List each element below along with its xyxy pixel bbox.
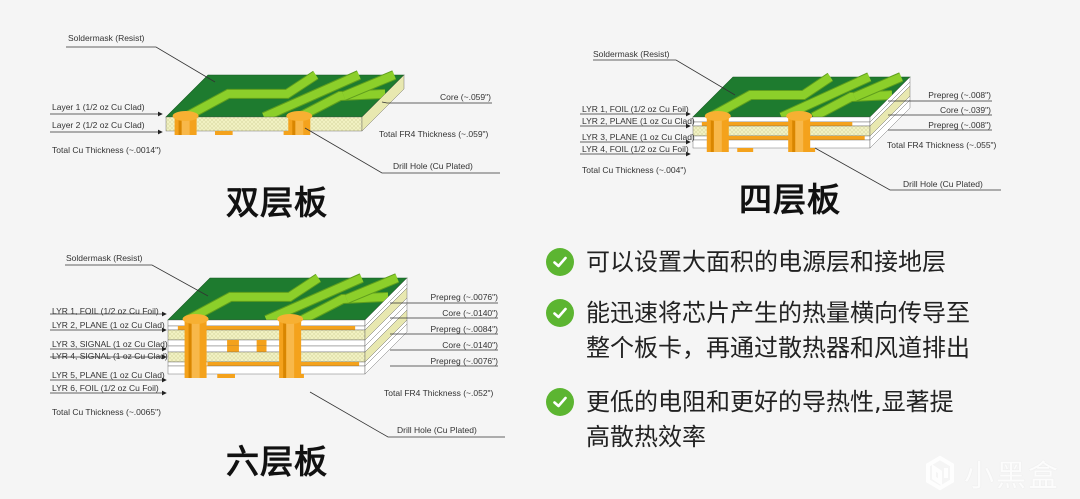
via-pad [704,111,731,121]
total-cu-label: Total Cu Thickness (~.004") [582,165,687,175]
core-label: Core (~.0140") [442,340,498,350]
copper-trace [811,91,893,121]
copper-trace [300,292,389,324]
layer-side [869,99,911,149]
leader-lines [50,46,1001,438]
total-fr4-label: Total FR4 Thickness (~.059") [379,129,489,139]
copper-trace [853,73,903,101]
total-cu-label: Total Cu Thickness (~.0014") [52,145,161,155]
layer-side [364,323,408,375]
bottom-pad [215,131,233,135]
core-label: Core (~.039") [940,105,991,115]
via-pad [286,111,313,121]
via-pad [786,111,813,121]
bullet-text: 更低的电阻和更好的导热性,显著提 [586,388,954,416]
bullet-item: 可以设置大面积的电源层和接地层 [546,245,946,280]
via-wall [792,117,796,152]
drill-hole-label: Drill Hole (Cu Plated) [903,179,983,189]
bullet-item: 能迅速将芯片产生的热量横向传导至整个板卡，再通过散热器和风道排出 [546,296,970,366]
prepreg-label: Prepreg (~.008") [928,90,991,100]
copper-trace [708,73,833,121]
core-label: Core (~.0140") [442,308,498,318]
via-wall [292,117,296,135]
core-label: Core (~.059") [440,92,491,102]
layer-side [361,74,405,132]
copper-segment [177,326,356,330]
watermark: 小黑盒 [922,451,1060,495]
bullet-text: 可以设置大面积的电源层和接地层 [586,248,946,276]
xiaoheihe-logo-icon [926,455,954,491]
prepreg-label: Prepreg (~.008") [928,120,991,130]
copper-segment [227,346,239,352]
layer-label: LYR 1, FOIL (1/2 oz Cu Foil) [582,104,689,114]
bullet-text: 能迅速将芯片产生的热量横向传导至 [586,299,970,327]
soldermask-label: Soldermask (Resist) [66,253,143,263]
soldermask-label: Soldermask (Resist) [593,49,670,59]
total-fr4-label: Total FR4 Thickness (~.052") [384,388,494,398]
four-layer-title: 四层板 [739,180,841,219]
via-bore [286,320,295,378]
via-wall [178,117,182,135]
layer-2-label: Layer 2 (1/2 oz Cu Clad) [52,120,145,130]
total-fr4-label: Total FR4 Thickness (~.055") [887,140,997,150]
via-bore [295,117,304,135]
copper-segment [701,122,853,126]
four-layer-board [692,72,911,152]
layer-label: LYR 6, FOIL (1/2 oz Cu Foil) [52,383,159,393]
copper-segment [256,346,267,352]
copper-trace [297,89,386,121]
layer-label: LYR 2, PLANE (1 oz Cu Clad) [582,116,695,126]
copper-segment [256,340,267,346]
prepreg-label: Prepreg (~.0084") [430,324,498,334]
via-bore [795,117,804,152]
check-circle-icon [546,388,574,416]
drill-hole-label: Drill Hole (Cu Plated) [397,425,477,435]
layer-label: LYR 5, PLANE (1 oz Cu Clad) [52,370,165,380]
six-layer-title: 六层板 [226,442,328,481]
bullet-text: 整个板卡，再通过散热器和风道排出 [586,334,970,362]
copper-trace [779,73,871,121]
watermark-text: 小黑盒 [964,459,1060,494]
layer-label: LYR 4, SIGNAL (1 oz Cu Clad) [52,351,168,361]
bottom-pad [737,148,754,152]
two-layer-title: 双层板 [226,183,328,222]
total-cu-label: Total Cu Thickness (~.0065") [52,407,161,417]
via-pad [182,314,209,324]
via-bore [191,320,200,378]
copper-trace [185,274,321,324]
copper-trace [262,71,361,121]
copper-trace [342,71,396,100]
layer-label: LYR 4, FOIL (1/2 oz Cu Foil) [582,144,689,154]
layer-label: LYR 3, PLANE (1 oz Cu Clad) [582,132,695,142]
copper-trace [345,274,399,303]
layer-label: LYR 1, FOIL (1/2 oz Cu Foil) [52,306,159,316]
drill-hole-label: Drill Hole (Cu Plated) [393,161,473,171]
layer-1-label: Layer 1 (1/2 oz Cu Clad) [52,102,145,112]
bottom-pad [217,374,235,378]
check-circle-icon [546,248,574,276]
layer-label: LYR 3, SIGNAL (1 oz Cu Clad) [52,339,168,349]
check-circle-icon [546,299,574,327]
two-layer-board [165,70,405,135]
via-pad [172,111,199,121]
via-wall [188,320,192,378]
copper-segment [227,340,239,346]
six-layer-board [167,273,408,378]
via-wall [710,117,714,152]
prepreg-label: Prepreg (~.0076") [430,292,498,302]
via-pad [277,314,304,324]
copper-trace [264,274,364,324]
bullet-text: 高散热效率 [586,423,706,451]
soldermask-label: Soldermask (Resist) [68,33,145,43]
via-wall [283,320,287,378]
layer-label: LYR 2, PLANE (1 oz Cu Clad) [52,320,165,330]
copper-trace [183,71,318,121]
bullet-item: 更低的电阻和更好的导热性,显著提高散热效率 [546,385,954,455]
prepreg-label: Prepreg (~.0076") [430,356,498,366]
via-bore [181,117,190,135]
via-bore [713,117,722,152]
